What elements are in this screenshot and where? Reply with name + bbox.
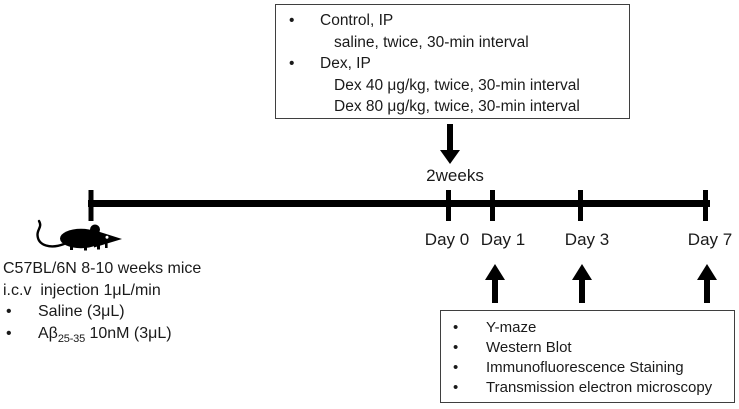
assay-item: • Western Blot: [441, 338, 734, 358]
timeline-tick-day7: [703, 190, 708, 221]
timeline-tick-day0: [446, 190, 451, 221]
subject-bullet-saline: • Saline (3μL): [3, 301, 283, 323]
assay-box: • Y-maze • Western Blot • Immunofluorescenc…: [440, 310, 735, 403]
abeta-label-post: 10nM (3μL): [85, 324, 172, 342]
mouse-icon: [34, 219, 126, 251]
bullet-icon: •: [453, 339, 459, 356]
day-label-1: Day 1: [480, 230, 526, 249]
assay-item-label: Transmission electron microscopy: [486, 379, 713, 396]
bullet-icon: •: [289, 55, 295, 72]
subject-info: C57BL/6N 8-10 weeks mice i.c.v injection…: [3, 258, 283, 345]
treatment-box: • Control, IP saline, twice, 30-min inter…: [275, 4, 630, 119]
timeline-tick-day1: [490, 190, 495, 221]
assay-item: • Transmission electron microscopy: [441, 378, 734, 398]
abeta-label-pre: Aβ: [38, 324, 58, 342]
treatment-item-label: Dex 80 μg/kg, twice, 30-min interval: [334, 98, 580, 115]
timeline-tick-start: [88, 190, 94, 221]
interval-label: 2weeks: [426, 166, 484, 185]
treatment-item-label: saline, twice, 30-min interval: [334, 33, 529, 51]
assay-arrow-up-day7-icon: [697, 264, 717, 303]
timeline-line: [88, 200, 710, 207]
bullet-icon: •: [6, 324, 12, 342]
assay-arrow-up-day1-icon: [485, 264, 505, 303]
treatment-item: saline, twice, 30-min interval: [276, 32, 629, 54]
assay-item: • Y-maze: [441, 318, 734, 338]
treatment-item: • Dex, IP: [276, 53, 629, 75]
bullet-icon: •: [6, 303, 12, 320]
subject-strain-label: C57BL/6N 8-10 weeks mice: [3, 260, 202, 277]
timeline-tick-day3: [578, 190, 583, 221]
bullet-icon: •: [453, 319, 459, 336]
treatment-item-label: Dex 40 μg/kg, twice, 30-min interval: [334, 76, 580, 94]
assay-item: • Immunofluorescence Staining: [441, 358, 734, 378]
injection-rate-label: i.c.v injection 1μL/min: [3, 281, 161, 299]
day-label-0: Day 0: [424, 230, 470, 249]
assay-item-label: Western Blot: [486, 339, 572, 356]
treatment-item: Dex 80 μg/kg, twice, 30-min interval: [276, 96, 629, 118]
saline-label: Saline (3μL): [38, 303, 125, 320]
day-label-3: Day 3: [564, 230, 610, 249]
day-label-7: Day 7: [687, 230, 733, 249]
treatment-item: Dex 40 μg/kg, twice, 30-min interval: [276, 75, 629, 97]
treatment-item-label: Control, IP: [320, 12, 394, 29]
treatment-item: • Control, IP: [276, 10, 629, 32]
bullet-icon: •: [289, 12, 295, 29]
bullet-icon: •: [453, 379, 459, 396]
assay-item-label: Y-maze: [486, 319, 537, 336]
assay-arrow-up-day3-icon: [572, 264, 592, 303]
injection-arrow-down-icon: [440, 124, 460, 164]
abeta-subscript: 25-35: [57, 332, 86, 345]
treatment-item-label: Dex, IP: [320, 55, 371, 72]
bullet-icon: •: [453, 359, 459, 376]
subject-bullet-abeta: • Aβ25-35 10nM (3μL): [3, 323, 283, 345]
assay-item-label: Immunofluorescence Staining: [486, 359, 684, 376]
